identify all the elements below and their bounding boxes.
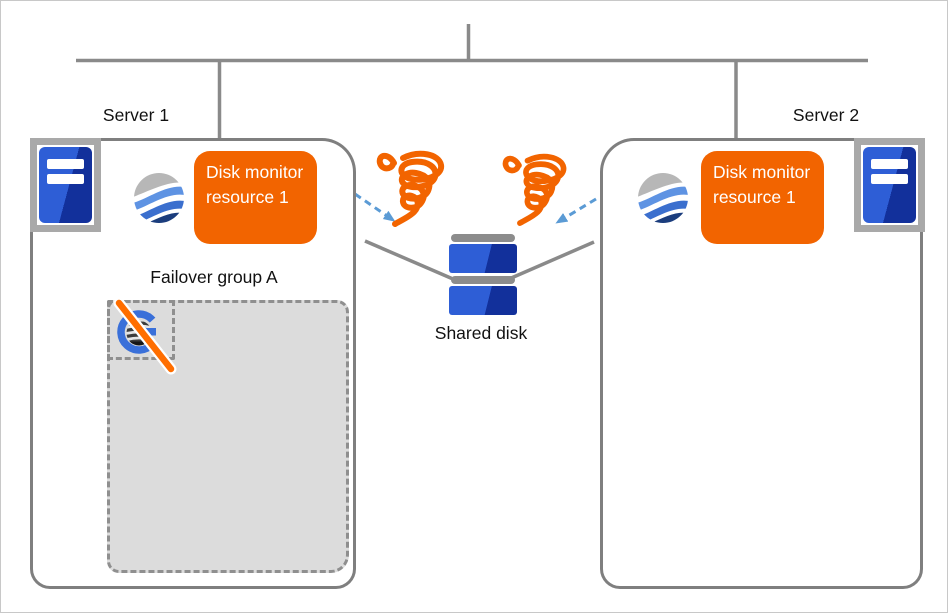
stopped-resource-icon xyxy=(113,297,177,375)
server-tower xyxy=(863,147,916,223)
tower-slot xyxy=(871,174,908,184)
server2-disk-monitor-badge: Disk monitor resource 1 xyxy=(701,151,824,244)
left-whirlwind-icon xyxy=(375,149,449,229)
disk-cap xyxy=(451,276,515,284)
disk-body xyxy=(449,286,517,315)
failover-group-label: Failover group A xyxy=(150,267,278,287)
shared-disk-label: Shared disk xyxy=(434,323,528,343)
right-monitor-arrow-icon xyxy=(555,197,597,224)
disk-cap xyxy=(451,234,515,242)
server1-cluster-logo-icon xyxy=(134,173,184,223)
server2-label: Server 2 xyxy=(792,105,860,125)
server2-disk-line xyxy=(508,240,595,281)
disk-body xyxy=(449,244,517,273)
left-monitor-arrow-icon xyxy=(354,192,396,222)
server2-cluster-logo-icon xyxy=(638,173,688,223)
tower-slot xyxy=(871,159,908,169)
shared-disk-icon xyxy=(449,234,517,315)
tower-slot xyxy=(47,159,84,169)
resource-cell xyxy=(107,297,177,375)
server1-machine-icon xyxy=(30,138,101,232)
failover-group-box xyxy=(107,297,349,573)
server1-disk-monitor-badge: Disk monitor resource 1 xyxy=(194,151,317,244)
server1-label: Server 1 xyxy=(102,105,170,125)
server2-machine-icon xyxy=(854,138,925,232)
tower-slot xyxy=(47,174,84,184)
server-tower xyxy=(39,147,92,223)
server1-disk-line xyxy=(364,239,454,281)
right-whirlwind-icon xyxy=(501,151,571,229)
